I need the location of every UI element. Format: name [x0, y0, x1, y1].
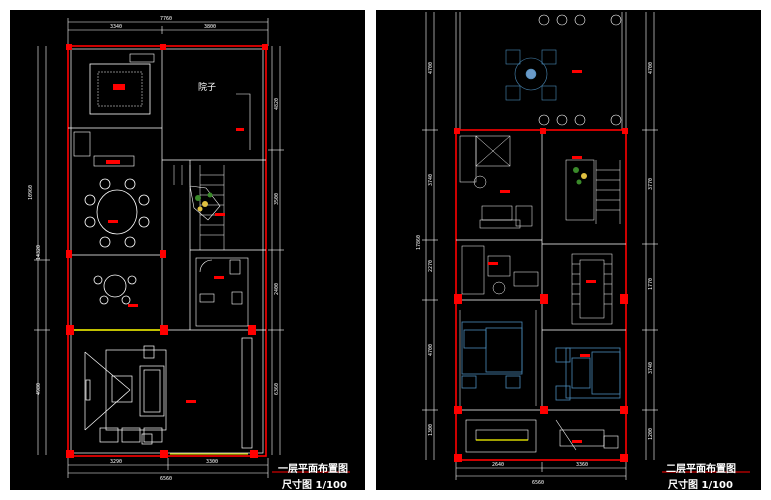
exterior-walls	[67, 45, 267, 457]
second-floor-title: 二层平面布置图	[666, 464, 736, 475]
first-floor-plan-panel: 7760 3340 3800 10960 14320 4980 4820 350…	[10, 10, 365, 491]
planter	[189, 185, 225, 221]
yard-label: 院子	[198, 81, 216, 93]
dim-left-a: 10960	[28, 185, 34, 200]
planter-2f	[573, 167, 587, 185]
kitchen-island	[89, 53, 155, 115]
counter-area	[73, 131, 135, 167]
dim-right-2f-a: 4700	[648, 62, 654, 74]
left-dimension-lines-2f	[422, 12, 438, 460]
inner-wall-lines	[68, 46, 266, 454]
dim-bottom-b: 3300	[206, 459, 218, 465]
first-floor-plan-drawing: 7760 3340 3800 10960 14320 4980 4820 350…	[28, 16, 350, 482]
dim-bottom-2f-a: 2640	[492, 462, 504, 468]
left-dimension-lines	[34, 46, 50, 455]
red-tag-stair	[572, 156, 582, 159]
round-dining-table	[84, 178, 150, 248]
red-tag	[236, 128, 244, 131]
dim-left-2f-e: 4700	[428, 344, 434, 356]
dim-left-2f-c: 17860	[416, 235, 422, 250]
dim-right-2f-b: 3770	[648, 178, 654, 190]
dim-left-2f-f: 1300	[428, 424, 434, 436]
right-dimension-lines	[268, 46, 284, 455]
bathroom	[195, 257, 249, 327]
dim-left-2f-d: 2270	[428, 260, 434, 272]
dim-top-a: 3340	[110, 24, 122, 30]
second-floor-scale: 尺寸图 1/100	[668, 480, 733, 491]
mid-rooms	[461, 245, 539, 295]
structural-columns-2f	[454, 128, 628, 462]
red-tag-balcony	[572, 440, 582, 443]
dim-left-2f-b: 3740	[428, 174, 434, 186]
red-tag-closet	[586, 280, 596, 283]
inner-walls-2f	[456, 130, 626, 411]
dim-right-2f-e: 1200	[648, 428, 654, 440]
red-tag-living	[186, 400, 196, 403]
bath-area	[459, 135, 533, 229]
bedroom-left	[461, 321, 523, 389]
dim-right-c: 2400	[274, 283, 280, 295]
dim-bottom-total: 6560	[160, 476, 172, 482]
first-floor-scale: 尺寸图 1/100	[282, 480, 347, 491]
dim-bottom-a: 3290	[110, 459, 122, 465]
dim-right-b: 3500	[274, 193, 280, 205]
second-floor-plan-panel: 4700 3740 17860 2270 4700 1300 4700 3770…	[376, 10, 761, 491]
dim-bottom-2f-b: 3360	[576, 462, 588, 468]
dim-right-d: 6360	[274, 383, 280, 395]
bottom-dimension-lines	[67, 458, 269, 478]
dim-left-2f-a: 4700	[428, 62, 434, 74]
walk-in-closet	[571, 253, 613, 325]
dim-right-2f-d: 3740	[648, 362, 654, 374]
red-tag-terrace	[572, 70, 582, 73]
second-floor-plan-drawing: 4700 3740 17860 2270 4700 1300 4700 3770…	[416, 12, 750, 486]
right-dimension-lines-2f	[642, 12, 658, 460]
structural-columns	[66, 44, 268, 458]
top-dimension-lines	[67, 18, 269, 46]
red-tag-bath	[500, 190, 510, 193]
yard-boundary	[236, 93, 251, 150]
dim-right-2f-c: 1770	[648, 278, 654, 290]
terrace	[455, 12, 627, 130]
bottom-dimension-lines-2f	[455, 462, 627, 480]
dim-top-b: 3800	[204, 24, 216, 30]
living-room-furniture	[84, 337, 253, 449]
small-round-table	[93, 274, 138, 307]
first-floor-title: 一层平面布置图	[278, 464, 348, 475]
bedroom-right	[555, 347, 621, 401]
red-tag-mid	[488, 262, 498, 265]
bedroom-left-outline	[459, 310, 537, 406]
red-tag-bedroom	[580, 354, 590, 357]
dim-bottom-2f-total: 6560	[532, 480, 544, 486]
dim-left-c: 4980	[36, 383, 42, 395]
dim-left-b: 14320	[36, 245, 42, 260]
balcony	[465, 419, 619, 453]
dim-right-a: 4820	[274, 98, 280, 110]
patio-table-set	[505, 49, 557, 101]
stairwell	[565, 159, 621, 224]
dim-top-total: 7760	[160, 16, 172, 22]
